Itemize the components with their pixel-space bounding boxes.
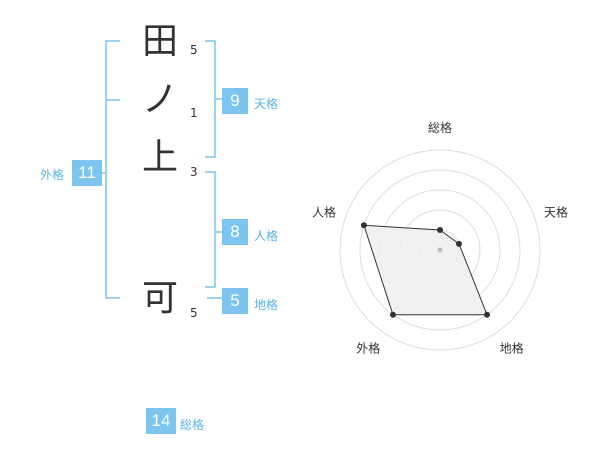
gaikaku-label: 外格 — [40, 168, 65, 182]
name-char-2: ノ — [141, 79, 178, 120]
radar-ring-4 — [359, 169, 521, 331]
radar-axis-label-3: 地格 — [500, 341, 524, 356]
radar-point-2 — [456, 240, 463, 247]
radar-center-dot — [437, 247, 443, 253]
name-char-3: 上 — [141, 137, 178, 178]
stroke-count-1: 5 — [190, 43, 198, 57]
name-char-1: 田 — [141, 21, 178, 62]
radar-point-3 — [484, 311, 491, 318]
gaikaku-value: 11 — [72, 160, 102, 186]
radar-axis-label-4: 外格 — [356, 341, 380, 356]
radar-point-1 — [437, 227, 443, 233]
radar-point-5 — [360, 222, 367, 229]
soukaku-value: 14 — [146, 408, 176, 434]
stroke-count-3: 3 — [190, 165, 198, 179]
radar-point-4 — [389, 311, 396, 318]
soukaku-label: 総格 — [180, 418, 205, 432]
stroke-count-4: 5 — [190, 306, 198, 320]
tenkaku-label: 天格 — [254, 97, 279, 111]
jinkaku-bracket — [205, 171, 216, 288]
tenkaku-value: 9 — [222, 88, 248, 114]
radar-axis-label-1: 総格 — [428, 120, 452, 135]
chikaku-label: 地格 — [254, 298, 279, 312]
radar-axis-label-5: 人格 — [312, 204, 336, 219]
chikaku-value: 5 — [222, 288, 248, 314]
gaikaku-bracket — [105, 40, 120, 299]
name-char-4: 可 — [141, 278, 178, 319]
stroke-count-2: 1 — [190, 106, 198, 120]
radar-axis-label-2: 天格 — [544, 204, 568, 219]
jinkaku-value: 8 — [222, 219, 248, 245]
radar-area — [363, 224, 488, 316]
jinkaku-label: 人格 — [254, 229, 279, 243]
